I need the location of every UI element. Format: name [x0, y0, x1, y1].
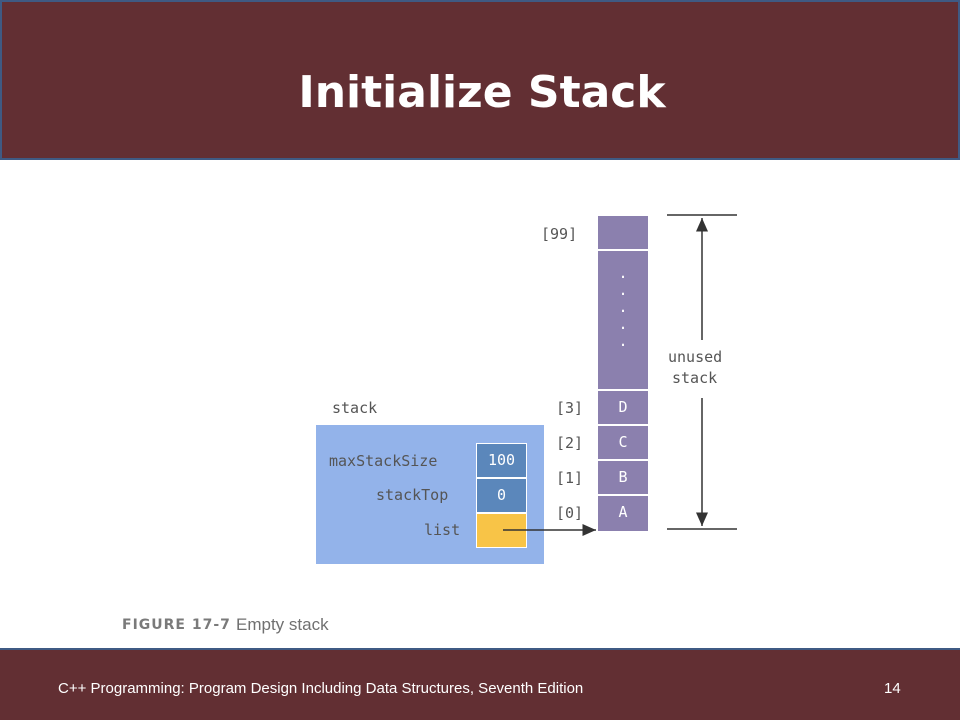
index-2: [2]	[556, 434, 584, 452]
field-name-list: list	[424, 521, 461, 539]
struct-label: stack	[332, 399, 378, 417]
index-3: [3]	[556, 399, 584, 417]
array-cell-2: C	[598, 426, 648, 461]
page-number: 14	[884, 680, 901, 697]
unused-label-line1: unused	[668, 348, 723, 366]
field-value-list	[476, 513, 527, 548]
field-name-stackTop: stackTop	[376, 486, 449, 504]
index-99: [99]	[541, 225, 578, 243]
array-cell-3: D	[598, 391, 648, 426]
array-cell-99	[598, 216, 648, 251]
unused-label-line2: stack	[672, 369, 718, 387]
caption-text: Empty stack	[236, 615, 329, 634]
field-name-maxStackSize: maxStackSize	[329, 452, 438, 470]
array-cell-1: B	[598, 461, 648, 496]
field-value-maxStackSize: 100	[476, 443, 527, 478]
footer-bar: C++ Programming: Program Design Includin…	[0, 648, 960, 720]
footer-text: C++ Programming: Program Design Includin…	[58, 680, 584, 697]
array-ellipsis: . . . . .	[598, 251, 648, 391]
caption-figure-number: FIGURE 17-7	[122, 617, 231, 633]
index-0: [0]	[556, 504, 584, 522]
title-bar: Initialize Stack	[0, 0, 960, 160]
index-1: [1]	[556, 469, 584, 487]
array-cell-0: A	[598, 496, 648, 531]
field-value-stackTop: 0	[476, 478, 527, 513]
slide-title: Initialize Stack	[298, 67, 666, 118]
